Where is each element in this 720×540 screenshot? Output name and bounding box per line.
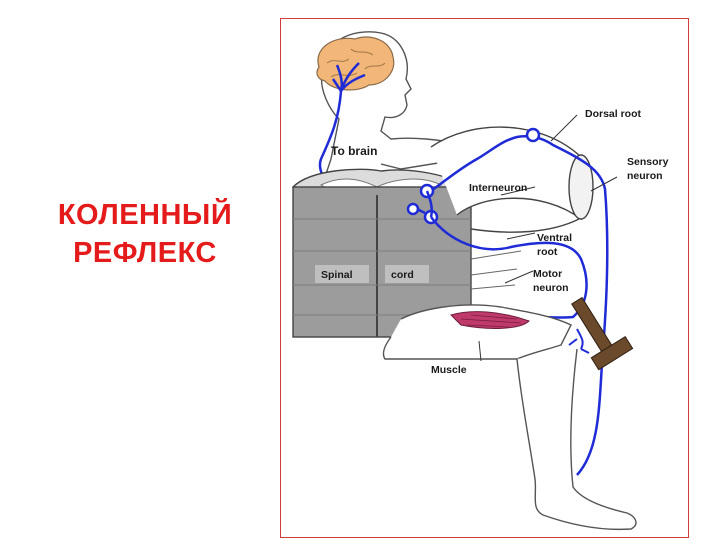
thigh-outline [382, 304, 572, 360]
reflex-diagram-svg: Spinal cord To brain Do [291, 31, 669, 531]
title-line-1: КОЛЕННЫЙ [57, 199, 233, 231]
hammer-head [590, 335, 634, 371]
hammer-handle [571, 296, 615, 356]
root-cylinder-end [568, 154, 594, 220]
reflex-diagram: Spinal cord To brain Do [280, 18, 689, 538]
reflex-hammer [571, 296, 634, 371]
label-motor-neuron: neuron [533, 282, 569, 294]
spinal-label-box-2 [385, 265, 429, 283]
brain [316, 36, 395, 91]
label-ventral-root: root [537, 246, 558, 258]
shin-outline [516, 348, 637, 531]
brain-nerve-tract [331, 62, 366, 92]
leader-lines [478, 114, 618, 362]
spinal-label-box-1 [315, 265, 369, 283]
nerve-fibres [470, 250, 522, 290]
label-to-brain: To brain [331, 144, 377, 158]
quadriceps-muscle [450, 311, 530, 329]
spinal-stripes [293, 218, 471, 316]
muscle-fibres [460, 314, 522, 328]
head-outline [322, 31, 464, 170]
motor-neuron-cell [406, 202, 420, 216]
patellar-receptor [568, 328, 590, 354]
label-interneuron: Interneuron [469, 182, 527, 194]
brain-folds [326, 48, 386, 78]
ventral-root-sheath [470, 218, 580, 233]
slide-title: КОЛЕННЫЙ РЕФЛЕКС [20, 196, 270, 272]
label-sensory: Sensory [627, 156, 669, 168]
interneuron [416, 190, 434, 218]
label-motor: Motor [533, 268, 562, 280]
title-line-2: РЕФЛЕКС [73, 237, 217, 269]
label-dorsal-root: Dorsal root [585, 108, 642, 120]
label-sensory-neuron: neuron [627, 170, 663, 182]
cord-label: cord [391, 269, 414, 281]
label-ventral: Ventral [537, 232, 572, 244]
dorsal-root-ganglion [525, 127, 541, 143]
spinal-label: Spinal [321, 269, 353, 281]
label-muscle: Muscle [431, 364, 467, 376]
